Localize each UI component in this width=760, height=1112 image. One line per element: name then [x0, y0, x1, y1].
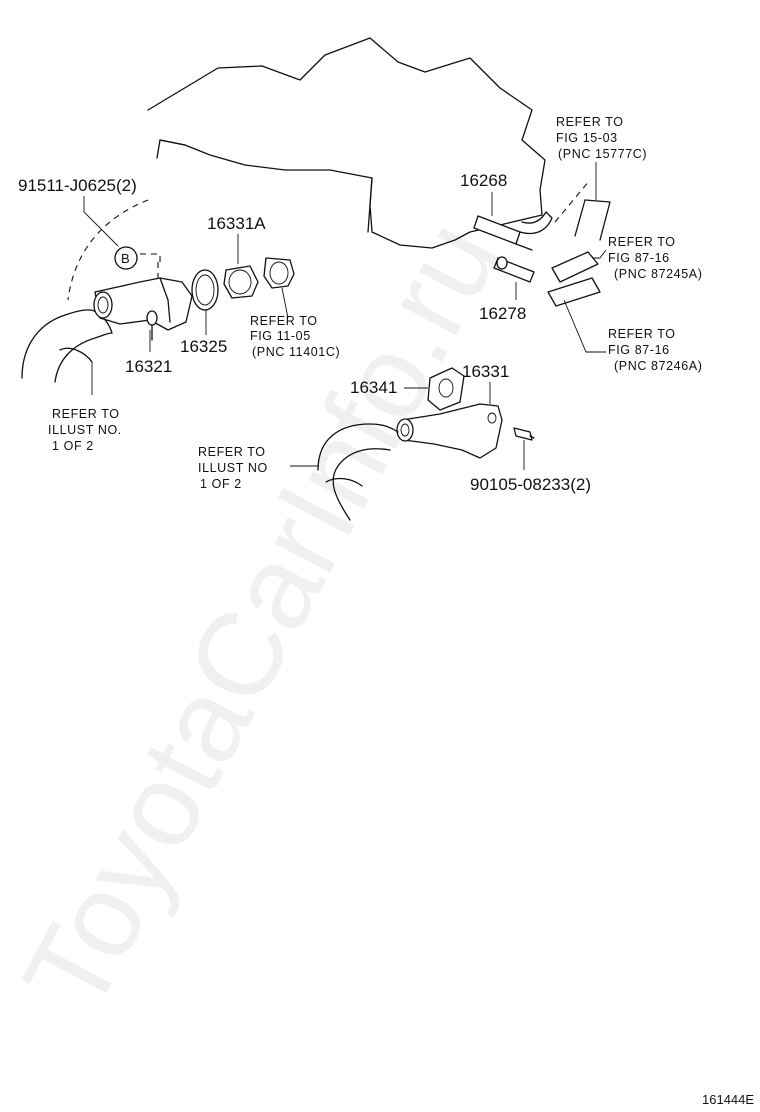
- ref-fig-11-05-line2: FIG 11-05: [250, 329, 311, 343]
- callout-marker-circle: [114, 246, 138, 270]
- water-outlet-16331: [396, 403, 503, 459]
- ref-illust-left-line3: 1 OF 2: [52, 439, 94, 453]
- ref-fig-15-03-line2: FIG 15-03: [556, 131, 618, 145]
- part-number-16321: 16321: [125, 357, 172, 376]
- hose-mid-right: [547, 251, 601, 307]
- part-number-16331: 16331: [462, 362, 509, 381]
- ref-fig-87-16-b-line1: REFER TO: [608, 327, 676, 341]
- pipe-fitting-16268: [473, 211, 553, 251]
- hose-lower: [317, 423, 399, 521]
- ref-illust-left-line1: REFER TO: [52, 407, 120, 421]
- part-number-16278: 16278: [479, 304, 526, 323]
- part-number-16331a: 16331A: [207, 214, 266, 233]
- bolt-90105: [513, 427, 535, 441]
- gasket-16341: [427, 367, 465, 411]
- ref-fig-87-16-a-line1: REFER TO: [608, 235, 676, 249]
- hose-upper-right: [554, 179, 611, 241]
- part-number-90105: 90105-08233(2): [470, 475, 591, 494]
- gasket-ring: [191, 269, 219, 311]
- ref-illust-mid-line2: ILLUST NO: [198, 461, 268, 475]
- figure-id: 161444E: [702, 1092, 754, 1107]
- engine-block-outline: [147, 37, 546, 249]
- part-number-16268: 16268: [460, 171, 507, 190]
- thermostat-valve: [263, 257, 295, 289]
- part-number-91511: 91511-J0625(2): [18, 176, 137, 195]
- leader-91511: [83, 196, 119, 247]
- hose-left: [21, 309, 113, 395]
- ref-illust-mid-line1: REFER TO: [198, 445, 266, 459]
- leader-fig-11-05: [281, 287, 289, 319]
- ref-fig-87-16-a-line2: FIG 87-16: [608, 251, 670, 265]
- callout-marker-b: B: [121, 251, 130, 266]
- thermostat: [223, 265, 259, 299]
- part-number-16341: 16341: [350, 378, 397, 397]
- ref-fig-87-16-b-line2: FIG 87-16: [608, 343, 670, 357]
- dashed-leader-bolt: [140, 253, 161, 262]
- part-number-16325: 16325: [180, 337, 227, 356]
- water-inlet-housing: [93, 277, 193, 341]
- ref-fig-15-03-line3: (PNC 15777C): [558, 147, 647, 161]
- ref-illust-left-line2: ILLUST NO.: [48, 423, 122, 437]
- ref-fig-87-16-b-line3: (PNC 87246A): [614, 359, 703, 373]
- ref-fig-11-05-line3: (PNC 11401C): [252, 345, 340, 359]
- pipe-fitting-16278: [493, 256, 535, 283]
- leader-fig-87-16-a: [592, 249, 607, 259]
- leader-fig-87-16-b: [563, 299, 606, 353]
- ref-illust-mid-line3: 1 OF 2: [200, 477, 242, 491]
- dashed-leader-hose-left: [67, 199, 149, 301]
- ref-fig-15-03-line1: REFER TO: [556, 115, 624, 129]
- ref-fig-87-16-a-line3: (PNC 87245A): [614, 267, 703, 281]
- ref-fig-11-05-line1: REFER TO: [250, 314, 318, 328]
